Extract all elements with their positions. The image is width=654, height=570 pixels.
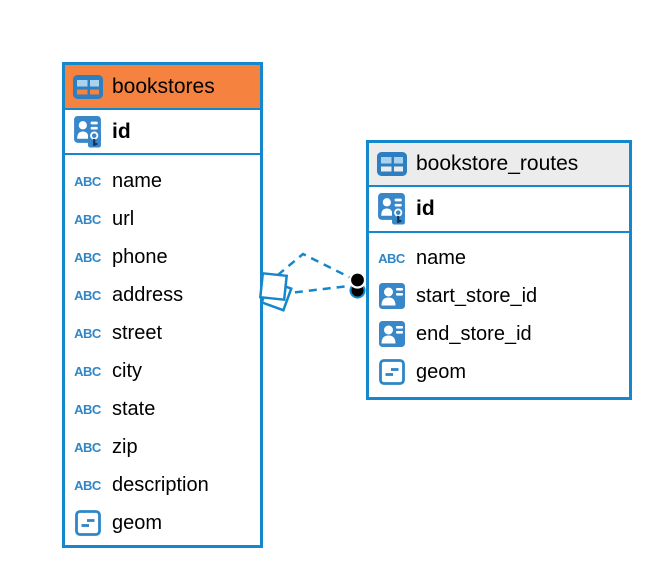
column-row-start-store-id[interactable]: start_store_id (369, 277, 629, 315)
table-header-bookstores[interactable]: bookstores (65, 65, 260, 110)
text-type-icon: ABC (74, 287, 101, 303)
column-row-street[interactable]: ABC street (65, 314, 260, 352)
text-type-icon: ABC (74, 173, 101, 189)
reference-type-icon (376, 283, 407, 309)
column-label: description (112, 473, 209, 496)
relationship-line-lower[interactable] (280, 284, 350, 296)
column-label: id (112, 119, 131, 143)
column-label: id (416, 197, 435, 220)
table-bookstore-routes[interactable]: bookstore_routes id ABC name start_store… (366, 140, 632, 400)
column-row-name[interactable]: ABC name (369, 239, 629, 277)
column-row-state[interactable]: ABC state (65, 390, 260, 428)
relationship-diamond-endpoints[interactable] (258, 271, 293, 312)
object-type-icon (72, 510, 103, 536)
column-row-phone[interactable]: ABC phone (65, 238, 260, 276)
table-title: bookstore_routes (416, 152, 579, 175)
column-label: geom (416, 360, 467, 383)
column-row-geom[interactable]: geom (65, 504, 260, 542)
primary-key-icon (72, 115, 103, 148)
table-icon (377, 152, 407, 176)
table-icon (73, 74, 103, 99)
column-label: end_store_id (416, 322, 532, 345)
column-label: phone (112, 245, 168, 268)
text-type-icon: ABC (378, 250, 405, 266)
reference-type-icon (376, 321, 407, 347)
column-label: name (416, 246, 467, 269)
text-type-icon: ABC (74, 249, 101, 265)
column-label: geom (112, 511, 163, 534)
column-label: address (112, 283, 184, 306)
column-row-id[interactable]: id (369, 187, 629, 233)
column-row-city[interactable]: ABC city (65, 352, 260, 390)
column-label: street (112, 321, 163, 344)
text-type-icon: ABC (74, 325, 101, 341)
column-list: ABC name ABC url ABC phone ABC address A… (65, 155, 260, 542)
text-type-icon: ABC (74, 439, 101, 455)
text-type-icon: ABC (74, 477, 101, 493)
column-row-geom[interactable]: geom (369, 353, 629, 391)
column-row-end-store-id[interactable]: end_store_id (369, 315, 629, 353)
column-label: name (112, 169, 163, 192)
relationship-line-upper[interactable] (266, 252, 352, 285)
primary-key-icon (376, 193, 407, 225)
table-header-bookstore-routes[interactable]: bookstore_routes (369, 143, 629, 187)
text-type-icon: ABC (74, 401, 101, 417)
column-label: url (112, 207, 135, 230)
column-row-name[interactable]: ABC name (65, 162, 260, 200)
relationship-dot-endpoints[interactable] (348, 271, 367, 299)
table-title: bookstores (112, 74, 215, 98)
column-row-id[interactable]: id (65, 110, 260, 155)
object-type-icon (376, 359, 407, 385)
column-label: start_store_id (416, 284, 538, 307)
column-label: city (112, 359, 142, 382)
column-label: zip (112, 435, 138, 458)
text-type-icon: ABC (74, 211, 101, 227)
text-type-icon: ABC (74, 363, 101, 379)
table-bookstores[interactable]: bookstores id ABC name ABC url ABC phone… (62, 62, 263, 548)
column-row-zip[interactable]: ABC zip (65, 428, 260, 466)
column-label: state (112, 397, 156, 420)
column-list: ABC name start_store_id end_store_id geo… (369, 233, 629, 391)
column-row-address[interactable]: ABC address (65, 276, 260, 314)
column-row-url[interactable]: ABC url (65, 200, 260, 238)
column-row-description[interactable]: ABC description (65, 466, 260, 504)
